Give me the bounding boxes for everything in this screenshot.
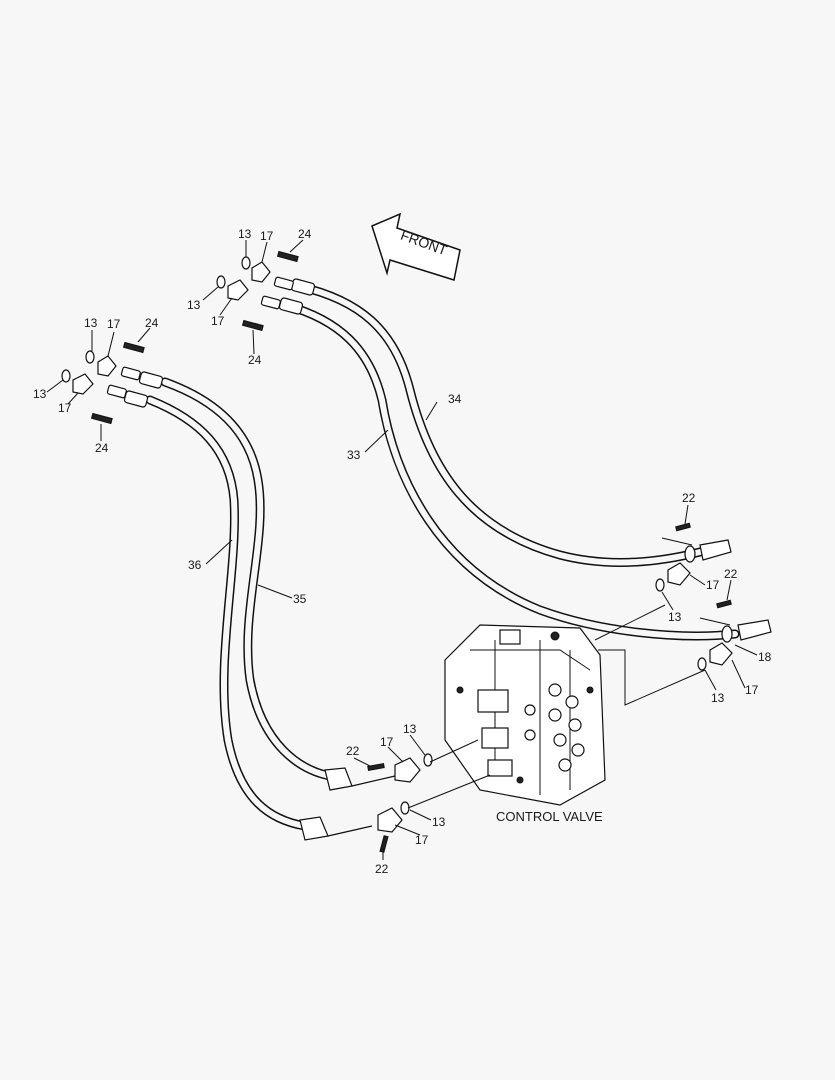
hose-fittings-lower	[299, 767, 396, 841]
callout-13: 13	[84, 316, 98, 330]
callout-13: 13	[668, 610, 682, 624]
hose-34	[293, 281, 705, 567]
flange-group-left	[61, 341, 145, 425]
callout-24: 24	[248, 353, 262, 367]
callout-numbers: 13 17 24 13 17 24 13 17 24 13 17 24 34 3…	[33, 227, 772, 876]
flange-group-lower	[367, 753, 433, 853]
callout-24: 24	[95, 441, 109, 455]
callout-17: 17	[745, 683, 759, 697]
callout-13: 13	[187, 298, 201, 312]
callout-35: 35	[293, 592, 307, 606]
hose-36	[145, 395, 310, 831]
hose-35	[160, 377, 335, 781]
control-valve	[444, 624, 606, 806]
callout-17: 17	[107, 317, 121, 331]
leader-lines	[407, 537, 731, 809]
callout-22: 22	[724, 567, 738, 581]
callout-18: 18	[758, 650, 772, 664]
callout-17: 17	[58, 401, 72, 415]
hose-fittings-right	[684, 539, 772, 643]
callout-17: 17	[380, 735, 394, 749]
flange-group-top	[216, 250, 299, 332]
callout-13: 13	[711, 691, 725, 705]
callout-13: 13	[432, 815, 446, 829]
callout-17: 17	[706, 578, 720, 592]
control-valve-label: CONTROL VALVE	[496, 809, 603, 824]
hose-fittings-upper-left	[106, 276, 316, 408]
callout-leaders	[46, 239, 758, 860]
callout-13: 13	[238, 227, 252, 241]
callout-22: 22	[346, 744, 360, 758]
front-arrow: FRONT	[371, 212, 461, 281]
callout-17: 17	[211, 314, 225, 328]
callout-34: 34	[448, 392, 462, 406]
callout-36: 36	[188, 558, 202, 572]
hose-33	[280, 300, 740, 641]
callout-13: 13	[403, 722, 417, 736]
callout-24: 24	[298, 227, 312, 241]
callout-33: 33	[347, 448, 361, 462]
callout-22: 22	[682, 491, 696, 505]
callout-17: 17	[415, 833, 429, 847]
callout-24: 24	[145, 316, 159, 330]
flange-group-right	[655, 522, 733, 671]
callout-22: 22	[375, 862, 389, 876]
callout-13: 13	[33, 387, 47, 401]
callout-17: 17	[260, 229, 274, 243]
